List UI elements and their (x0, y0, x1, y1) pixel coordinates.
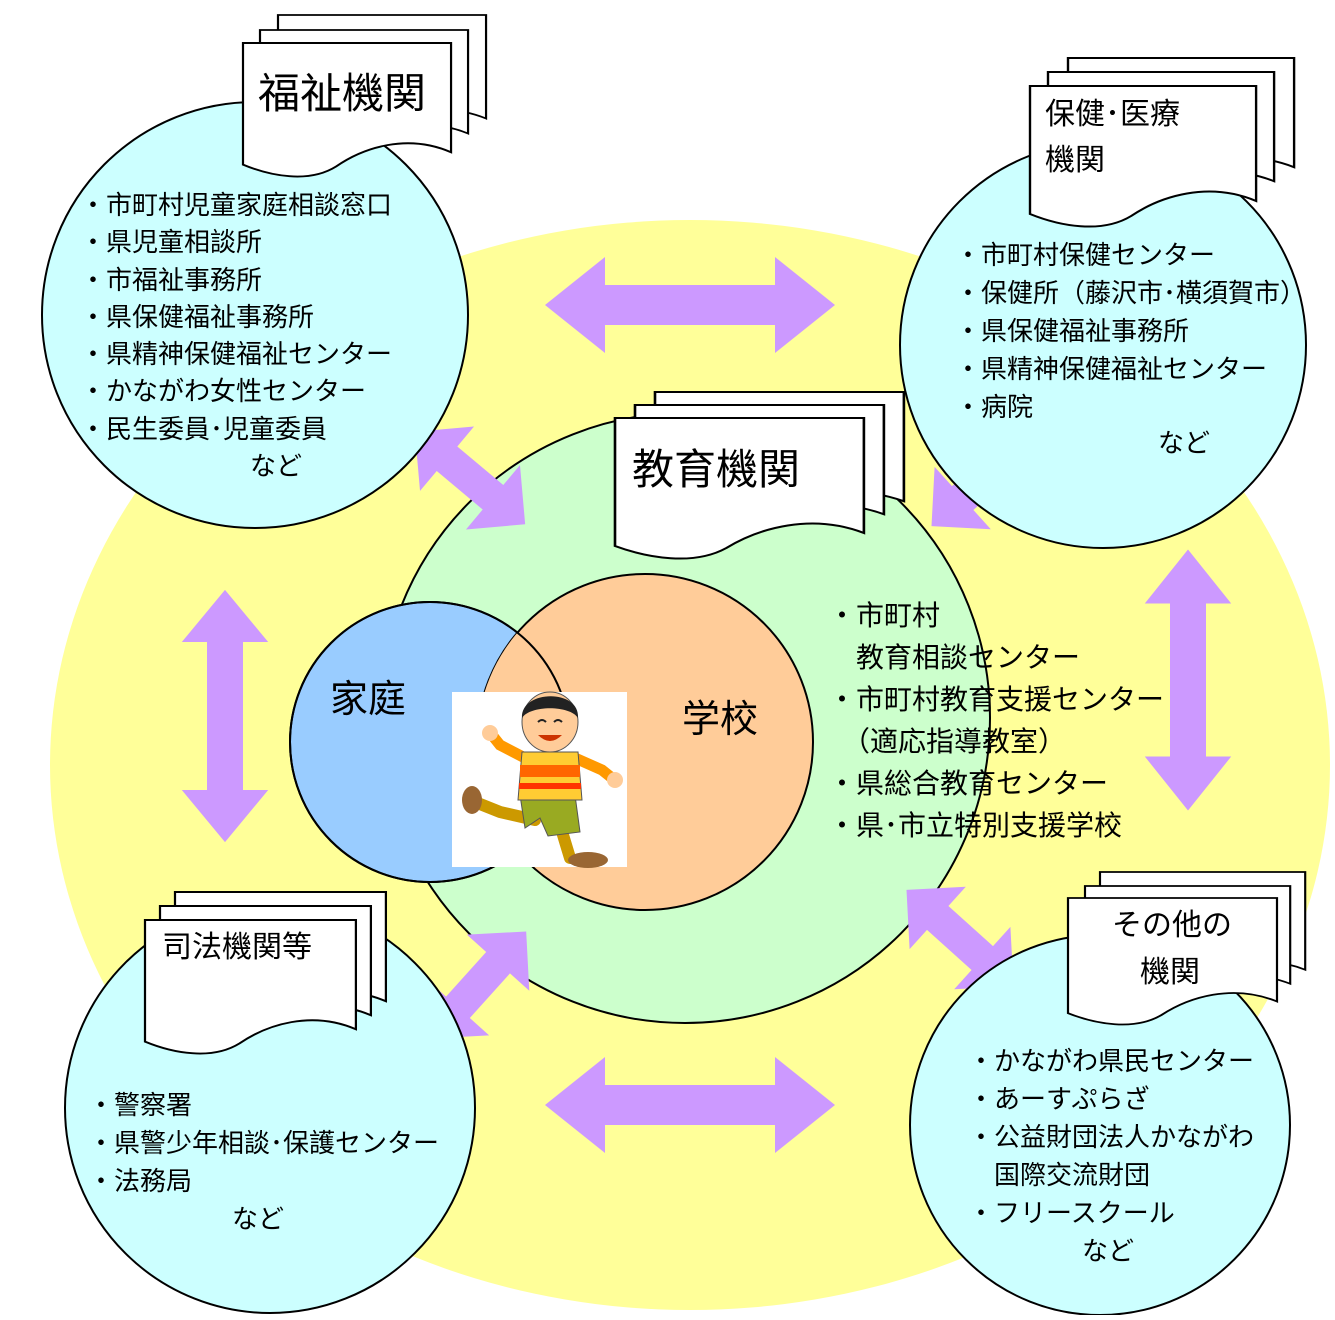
other-item: ・公益財団法人かながわ (968, 1123, 1254, 1153)
other-item: ・フリースクール (968, 1199, 1175, 1229)
health-item: ・保健所（藤沢市･横須賀市） (955, 279, 1306, 309)
welfare-item: ・かながわ女性センター (80, 377, 366, 407)
welfare-etc: など (250, 452, 302, 482)
welfare-item: ・市福祉事務所 (80, 266, 262, 296)
other-etc: など (1082, 1237, 1134, 1267)
other-document (1066, 870, 1307, 1026)
education-item: ・県･市立特別支援学校 (828, 809, 1122, 842)
family-label: 家庭 (330, 677, 406, 721)
education-title: 教育機関 (632, 445, 800, 494)
education-item: （適応指導教室） (828, 725, 1066, 758)
judicial-item: ・警察署 (88, 1091, 192, 1121)
health-title-line2: 機関 (1045, 143, 1105, 178)
judicial-etc: など (232, 1205, 284, 1235)
health-item: ・病院 (955, 393, 1033, 423)
health-etc: など (1158, 429, 1210, 459)
other-item: 国際交流財団 (968, 1161, 1150, 1191)
welfare-item: ・県保健福祉事務所 (80, 303, 314, 333)
welfare-title: 福祉機関 (258, 69, 426, 118)
other-title-line2: 機関 (1140, 955, 1200, 990)
judicial-item: ・法務局 (88, 1167, 192, 1197)
welfare-item: ・民生委員･児童委員 (80, 415, 327, 445)
welfare-item: ・県精神保健福祉センター (80, 340, 392, 370)
health-title-line1: 保健･医療 (1045, 97, 1180, 132)
child-illustration (452, 691, 627, 868)
education-item: ・県総合教育センター (828, 767, 1108, 800)
other-item: ・かながわ県民センター (968, 1047, 1254, 1077)
health-item: ・市町村保健センター (955, 241, 1215, 271)
other-title-line1: その他の (1112, 908, 1232, 943)
welfare-item: ・市町村児童家庭相談窓口 (80, 191, 392, 221)
education-item: ・市町村教育支援センター (828, 683, 1164, 716)
health-item: ・県保健福祉事務所 (955, 317, 1189, 347)
judicial-title: 司法機関等 (162, 930, 312, 965)
education-item: ・市町村 (828, 599, 940, 632)
school-label: 学校 (682, 697, 758, 741)
health-item: ・県精神保健福祉センター (955, 355, 1267, 385)
education-item: 教育相談センター (828, 641, 1080, 674)
welfare-item: ・県児童相談所 (80, 228, 262, 258)
judicial-item: ・県警少年相談･保護センター (88, 1129, 439, 1159)
other-item: ・あーすぷらざ (968, 1085, 1149, 1115)
